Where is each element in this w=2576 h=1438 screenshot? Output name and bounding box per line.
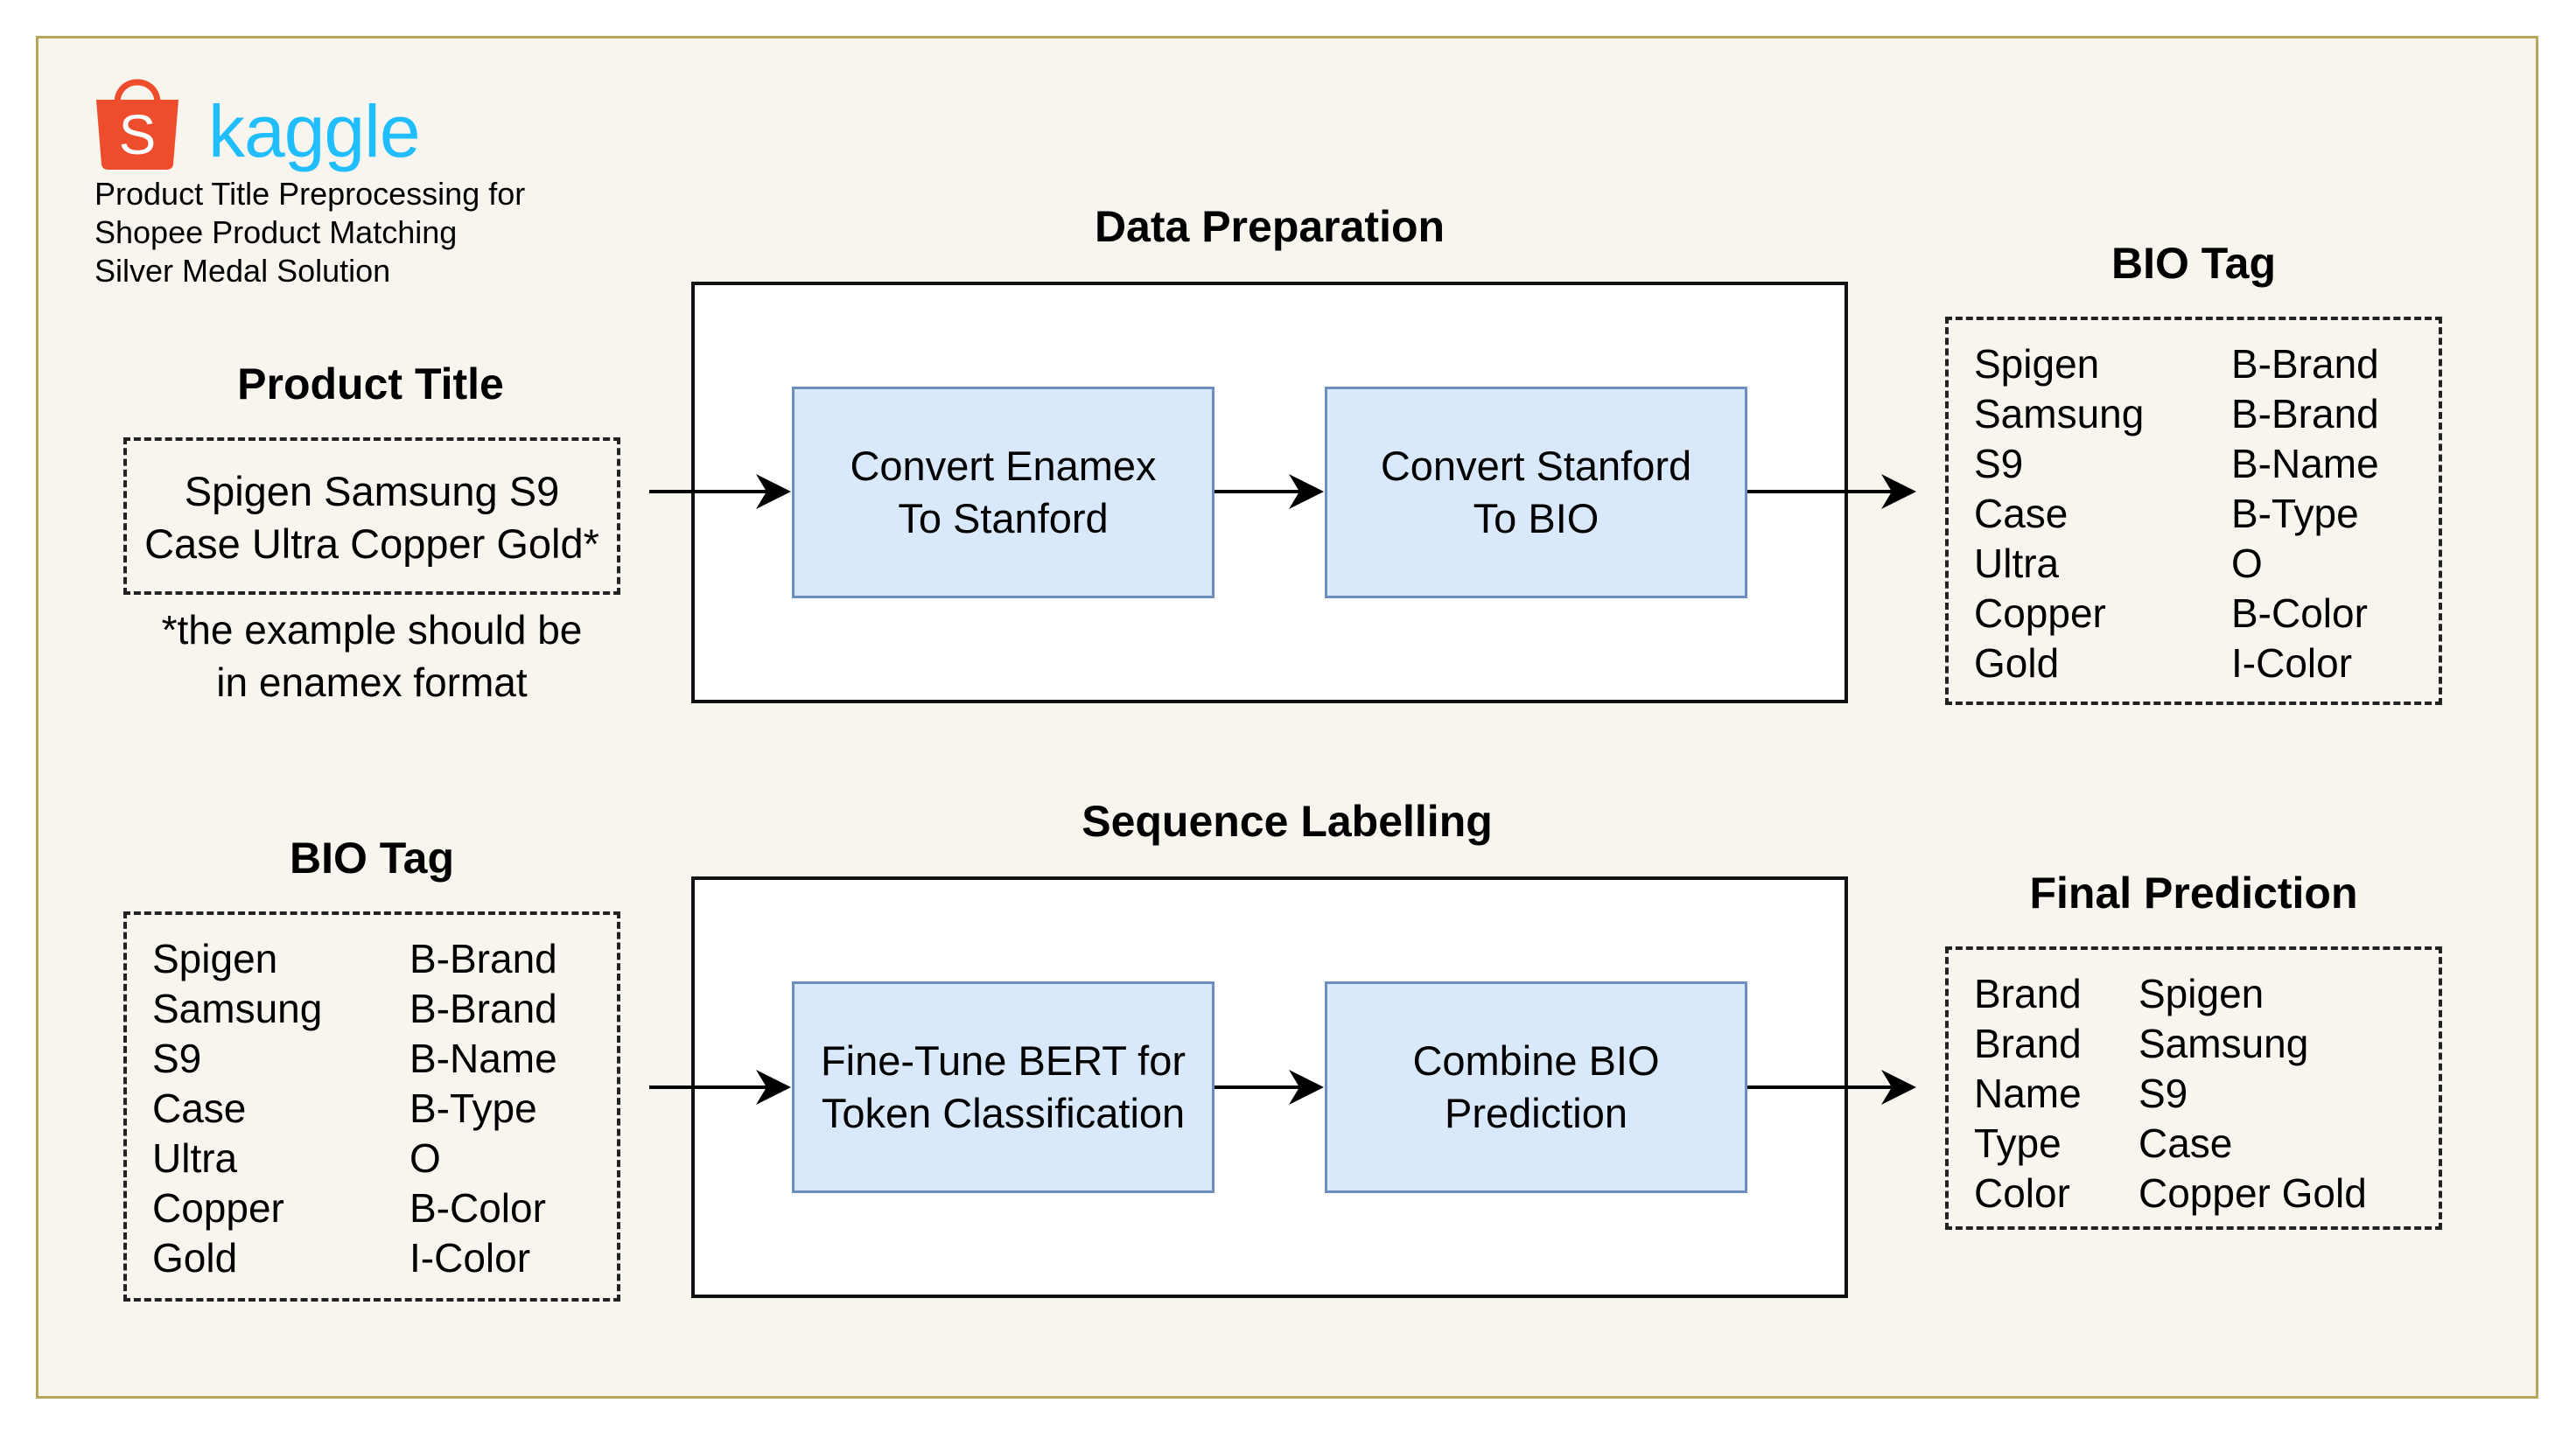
bio-row: S9 B-Name <box>1974 439 2379 489</box>
token-cell: Samsung <box>152 986 323 1031</box>
token-cell: Gold <box>152 1235 238 1281</box>
tag-cell: B-Brand <box>410 936 557 981</box>
tag-cell: I-Color <box>2231 640 2353 686</box>
step-label-line: Convert Enamex <box>850 443 1157 489</box>
step-label-line: Fine-Tune BERT for <box>820 1037 1186 1084</box>
entity-type-cell: Brand <box>1974 971 2082 1016</box>
bio-row: Gold I-Color <box>152 1233 557 1283</box>
token-cell: Case <box>1974 491 2068 536</box>
entity-type-cell: Color <box>1974 1170 2070 1216</box>
entity-type-cell: Type <box>1974 1120 2062 1166</box>
tag-cell: O <box>410 1135 441 1181</box>
tag-cell: B-Name <box>410 1036 557 1081</box>
final-prediction-heading: Final Prediction <box>2029 869 2358 918</box>
entity-value-cell: Samsung <box>2138 1021 2309 1066</box>
prediction-row: Brand Spigen <box>1974 969 2367 1019</box>
step-label-line: To BIO <box>1473 495 1600 541</box>
enamex-format-note: *the example should be in enamex format <box>123 604 620 709</box>
logo-caption: Product Title Preprocessing for Shopee P… <box>94 175 525 290</box>
kaggle-wordmark: kaggle <box>208 90 421 172</box>
tag-cell: B-Brand <box>410 986 557 1031</box>
combine-bio-prediction-step: Combine BIO Prediction <box>1325 981 1747 1193</box>
entity-value-cell: Copper Gold <box>2138 1170 2367 1216</box>
final-prediction-box <box>1945 946 2442 1230</box>
prediction-row: Brand Samsung <box>1974 1019 2367 1069</box>
prediction-row: Color Copper Gold <box>1974 1169 2367 1218</box>
convert-enamex-to-stanford-step: Convert Enamex To Stanford <box>792 387 1214 598</box>
token-cell: S9 <box>152 1036 202 1081</box>
tag-cell: B-Color <box>2231 590 2368 636</box>
token-cell: S9 <box>1974 441 2024 486</box>
logo-caption-line: Product Title Preprocessing for <box>94 176 526 212</box>
tag-cell: B-Brand <box>2231 391 2379 436</box>
bio-row: Case B-Type <box>152 1084 557 1134</box>
product-title-heading: Product Title <box>237 360 504 408</box>
note-line: *the example should be <box>161 607 583 653</box>
convert-stanford-to-bio-step: Convert Stanford To BIO <box>1325 387 1747 598</box>
token-cell: Ultra <box>1974 541 2060 586</box>
data-preparation-heading: Data Preparation <box>1094 202 1446 251</box>
token-cell: Samsung <box>1974 391 2145 436</box>
step-label-line: Prediction <box>1445 1090 1628 1136</box>
bio-row: Ultra O <box>152 1134 557 1183</box>
step-label-line: Combine BIO <box>1412 1037 1660 1084</box>
bio-row: Case B-Type <box>1974 489 2379 539</box>
token-cell: Gold <box>1974 640 2060 686</box>
entity-value-cell: S9 <box>2138 1071 2188 1116</box>
tag-cell: B-Name <box>2231 441 2379 486</box>
product-title-line: Spigen Samsung S9 <box>184 468 560 514</box>
token-cell: Spigen <box>1974 341 2100 387</box>
tag-cell: I-Color <box>410 1235 531 1281</box>
token-cell: Case <box>152 1085 247 1131</box>
entity-type-cell: Name <box>1974 1071 2082 1116</box>
tag-cell: B-Brand <box>2231 341 2379 387</box>
step-label-line: Convert Stanford <box>1380 443 1692 489</box>
prediction-row: Type Case <box>1974 1119 2367 1169</box>
tag-cell: B-Type <box>410 1085 537 1131</box>
bio-tag-output-heading: BIO Tag <box>2111 239 2276 288</box>
product-title-box: Spigen Samsung S9 Case Ultra Copper Gold… <box>123 437 620 595</box>
token-cell: Copper <box>1974 590 2106 636</box>
bio-row: Copper B-Color <box>152 1183 557 1233</box>
shopee-logo-icon: S <box>91 68 184 171</box>
sequence-labelling-heading: Sequence Labelling <box>1082 797 1493 846</box>
product-title-line: Case Ultra Copper Gold* <box>144 520 599 567</box>
bio-row: Spigen B-Brand <box>1974 339 2379 389</box>
bio-tag-input-box <box>123 911 620 1302</box>
bio-row: Samsung B-Brand <box>1974 389 2379 439</box>
bio-tag-input-heading: BIO Tag <box>290 834 454 883</box>
note-line: in enamex format <box>216 660 528 705</box>
fine-tune-bert-step: Fine-Tune BERT for Token Classification <box>792 981 1214 1193</box>
prediction-row: Name S9 <box>1974 1069 2367 1119</box>
entity-value-cell: Spigen <box>2138 971 2264 1016</box>
bio-row: Copper B-Color <box>1974 589 2379 639</box>
entity-type-cell: Brand <box>1974 1021 2082 1066</box>
bio-row: Ultra O <box>1974 539 2379 589</box>
tag-cell: B-Color <box>410 1185 546 1231</box>
tag-cell: O <box>2231 541 2263 586</box>
logo-caption-line: Silver Medal Solution <box>94 253 391 289</box>
bio-row: Samsung B-Brand <box>152 984 557 1034</box>
tag-cell: B-Type <box>2231 491 2359 536</box>
token-cell: Copper <box>152 1185 284 1231</box>
logo-caption-line: Shopee Product Matching <box>94 214 458 250</box>
token-cell: Spigen <box>152 936 278 981</box>
step-label-line: To Stanford <box>898 495 1109 541</box>
step-label-line: Token Classification <box>821 1090 1186 1136</box>
bio-row: Spigen B-Brand <box>152 934 557 984</box>
bio-tag-output-box <box>1945 317 2442 705</box>
shopee-bag-letter: S <box>119 103 157 166</box>
entity-value-cell: Case <box>2138 1120 2233 1166</box>
bio-row: Gold I-Color <box>1974 639 2379 688</box>
token-cell: Ultra <box>152 1135 238 1181</box>
bio-row: S9 B-Name <box>152 1034 557 1084</box>
